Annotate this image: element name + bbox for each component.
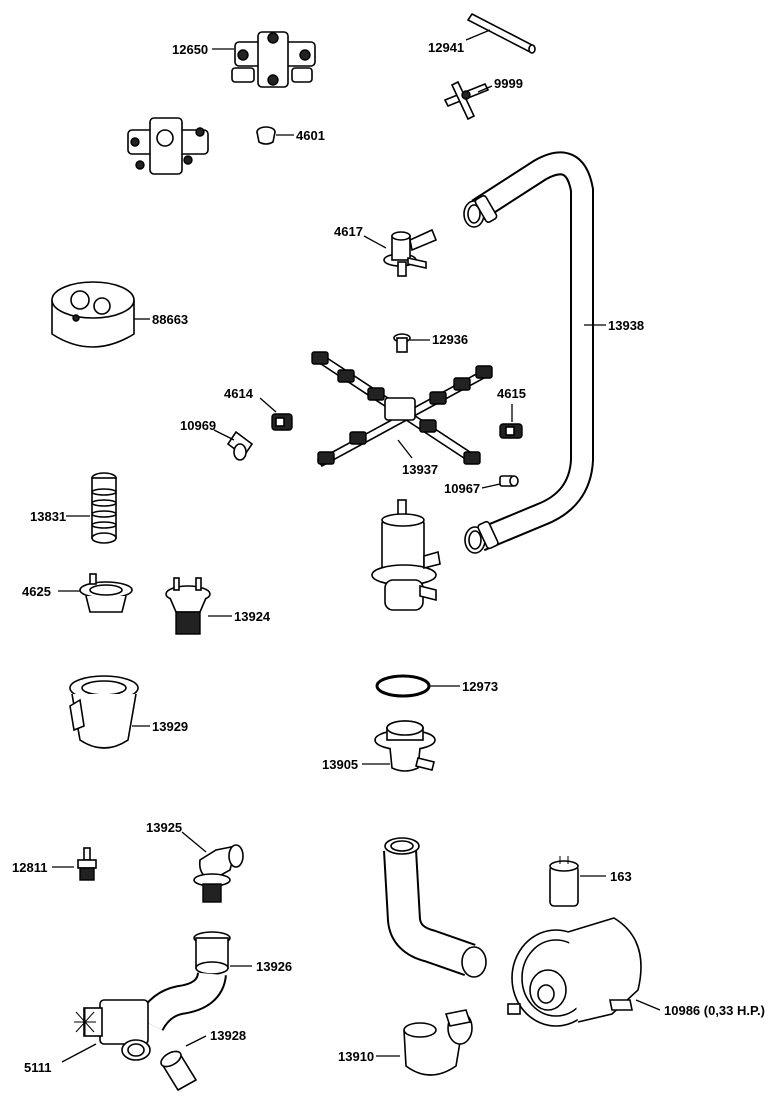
leader-5111 xyxy=(61,1043,97,1063)
leader-10969 xyxy=(213,429,235,441)
label-4625: 4625 xyxy=(22,584,51,599)
label-12973: 12973 xyxy=(462,679,498,694)
fan-icon xyxy=(74,1008,96,1036)
part-4614-nozzle xyxy=(271,413,293,431)
label-10969: 10969 xyxy=(180,418,216,433)
label-13937: 13937 xyxy=(402,462,438,477)
part-12650-manifold xyxy=(231,31,316,88)
label-12936: 12936 xyxy=(432,332,468,347)
label-10967: 10967 xyxy=(444,481,480,496)
label-88663: 88663 xyxy=(152,312,188,327)
part-12973-gasket xyxy=(375,674,431,698)
part-13926-hose xyxy=(136,931,231,1032)
label-4617: 4617 xyxy=(334,224,363,239)
label-4615: 4615 xyxy=(497,386,526,401)
label-13910: 13910 xyxy=(338,1049,374,1064)
label-12811: 12811 xyxy=(12,860,47,875)
leader-4617 xyxy=(363,235,387,249)
label-12650: 12650 xyxy=(172,42,208,57)
label-13924: 13924 xyxy=(234,609,271,624)
label-4614: 4614 xyxy=(224,386,254,401)
part-13924-filter xyxy=(165,577,211,635)
label-13938: 13938 xyxy=(608,318,644,333)
label-5111: 5111 xyxy=(24,1060,52,1075)
label-4601: 4601 xyxy=(296,128,325,143)
label-10986: 10986 (0,33 H.P.) xyxy=(664,1003,765,1018)
label-13929: 13929 xyxy=(152,719,188,734)
part-4617-elbow xyxy=(383,228,438,277)
leader-4614 xyxy=(259,397,277,413)
label-13905: 13905 xyxy=(322,757,358,772)
part-12650-lower-manifold xyxy=(127,117,209,175)
part-13910-fitting xyxy=(403,1009,473,1076)
part-88663-cylinder xyxy=(51,281,135,348)
label-12941: 12941 xyxy=(428,40,464,55)
label-163: 163 xyxy=(610,869,632,884)
part-4601-cap xyxy=(256,126,276,145)
part-163-capacitor xyxy=(549,856,579,907)
part-13928-sleeve xyxy=(160,1050,198,1092)
part-12936-plug xyxy=(393,333,411,353)
part-10967-plug xyxy=(499,475,519,487)
part-12811-fitting xyxy=(77,847,97,881)
label-9999: 9999 xyxy=(494,76,523,91)
part-5111-drain-pump xyxy=(74,999,151,1061)
label-13925: 13925 xyxy=(146,820,182,835)
part-13938-hose xyxy=(463,151,594,554)
part-10986-motor xyxy=(507,917,642,1027)
part-pump-housing xyxy=(371,499,441,611)
leader-9999 xyxy=(477,85,493,93)
leader-13937 xyxy=(397,439,413,459)
leader-13928 xyxy=(185,1035,207,1047)
part-4625-ring xyxy=(79,573,133,613)
label-13926: 13926 xyxy=(256,959,292,974)
part-9999-cross xyxy=(443,80,490,121)
leader-10986 xyxy=(635,999,661,1011)
part-13937-spray-arm xyxy=(311,351,493,468)
part-13831-bellows xyxy=(91,472,117,544)
part-10969-plug xyxy=(226,430,254,461)
part-13929-sump xyxy=(69,675,139,749)
leader-13925 xyxy=(181,831,207,853)
label-13928: 13928 xyxy=(210,1028,246,1043)
part-13905-housing xyxy=(374,720,436,772)
leader-12941 xyxy=(465,29,491,41)
part-12941-tube xyxy=(466,12,536,54)
part-4615-nozzle xyxy=(499,423,523,439)
leader-10967 xyxy=(481,483,501,489)
part-13925-elbow xyxy=(193,844,244,903)
label-13831: 13831 xyxy=(30,509,66,524)
part-13910-pipe xyxy=(383,837,487,978)
